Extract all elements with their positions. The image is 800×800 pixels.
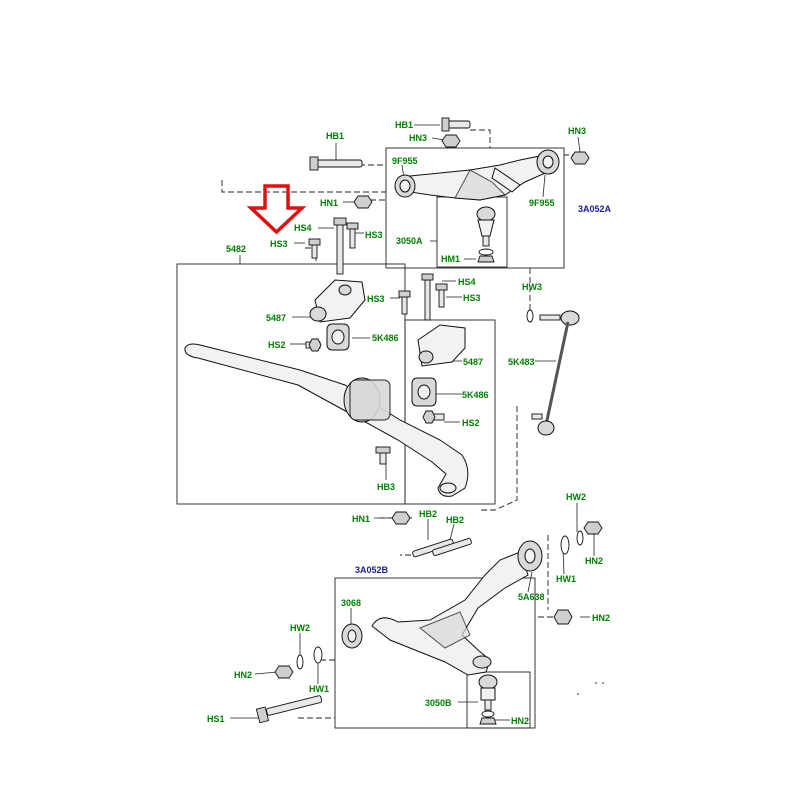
nut-hn2-right-top xyxy=(583,521,603,535)
washer-hw1-right xyxy=(560,535,570,555)
label-hm1: HM1 xyxy=(441,254,460,264)
label-hs2-left: HS2 xyxy=(268,340,286,350)
label-hb2-right: HB2 xyxy=(446,515,464,525)
bracket-frame xyxy=(404,319,496,505)
label-hn1-bottom: HN1 xyxy=(352,514,370,524)
bushing-5k486-right xyxy=(411,377,437,407)
label-3050a: 3050A xyxy=(396,236,423,246)
label-hn2-right-top: HN2 xyxy=(585,556,603,566)
bolt-hb2-right xyxy=(432,538,472,556)
bushing-5a638 xyxy=(517,540,543,572)
label-5k486-top: 5K486 xyxy=(372,333,399,343)
bushing-9f955-right xyxy=(536,149,560,175)
callout-labels: HB1 HB1 HN3 HN3 9F955 9F955 3A052A HN1 H… xyxy=(207,120,612,726)
nut-hn1-top xyxy=(353,195,373,209)
label-hn1-top: HN1 xyxy=(320,198,338,208)
label-9f955-left: 9F955 xyxy=(392,156,418,166)
label-5487-left: 5487 xyxy=(266,313,286,323)
label-hs3-top: HS3 xyxy=(365,230,383,240)
bracket-5487-left xyxy=(309,279,366,323)
label-hs3-mid-right: HS3 xyxy=(463,293,481,303)
nut-hn2-left xyxy=(274,665,294,679)
bolt-hb3 xyxy=(375,446,391,465)
lower-arm-assembly xyxy=(255,511,603,725)
bushing-3068 xyxy=(341,623,363,649)
bolt-hs2-left xyxy=(305,338,322,352)
nut-hn3-right xyxy=(570,151,590,165)
nut-hn2-right-mid xyxy=(553,609,573,625)
bolt-hb1-top xyxy=(441,117,471,132)
label-hn3-top: HN3 xyxy=(409,133,427,143)
bolt-hs2-right xyxy=(422,410,445,424)
nut-hn1-bottom xyxy=(391,511,411,525)
bolt-hs1 xyxy=(255,695,323,724)
label-hn2-right-mid: HN2 xyxy=(592,613,610,623)
ball-joint-3050b xyxy=(478,674,498,725)
label-hs4-mid: HS4 xyxy=(458,277,476,287)
washer-hw1-left xyxy=(313,646,323,664)
label-hs3-left: HS3 xyxy=(270,239,288,249)
label-hn2-left: HN2 xyxy=(234,670,252,680)
label-hw3: HW3 xyxy=(522,282,542,292)
label-3050b: 3050B xyxy=(425,698,452,708)
upper-arm-frame xyxy=(385,147,565,269)
label-hb1-left: HB1 xyxy=(326,131,344,141)
stray-marks xyxy=(577,682,604,695)
label-hs1: HS1 xyxy=(207,714,225,724)
label-3068: 3068 xyxy=(341,598,361,608)
label-hw2-right: HW2 xyxy=(566,492,586,502)
label-5a638: 5A638 xyxy=(518,592,545,602)
label-hb1-top: HB1 xyxy=(395,120,413,130)
bushing-5k486-top xyxy=(326,323,350,351)
washer-hw2-right xyxy=(576,530,584,546)
bolt-hb1-left xyxy=(309,156,363,171)
label-hb2-left: HB2 xyxy=(419,509,437,519)
label-5k486-right: 5K486 xyxy=(462,390,489,400)
label-5487-right: 5487 xyxy=(463,357,483,367)
bracket-5487-right xyxy=(417,324,466,367)
label-hw2-left: HW2 xyxy=(290,623,310,633)
label-hs2-right: HS2 xyxy=(462,418,480,428)
ball-joint-b-frame xyxy=(466,671,531,729)
nut-hn3-top xyxy=(441,134,461,148)
bolt-hs4-mid xyxy=(421,273,434,321)
bolt-hs3-left xyxy=(308,238,321,259)
red-down-arrow-icon xyxy=(246,184,307,235)
label-hw1-left: HW1 xyxy=(309,684,329,694)
washer-hw2-left xyxy=(296,654,304,670)
label-5482: 5482 xyxy=(226,244,246,254)
stabilizer-assembly xyxy=(184,217,469,497)
label-3a052b: 3A052B xyxy=(355,565,389,575)
label-hn2-bottom: HN2 xyxy=(511,716,529,726)
bolt-hs4-left xyxy=(333,217,347,275)
upper-control-arm xyxy=(409,154,553,201)
bolt-hs3-top xyxy=(346,222,359,249)
stabilizer-link-5k483 xyxy=(526,309,580,436)
label-hb3: HB3 xyxy=(377,482,395,492)
lower-arm-frame xyxy=(334,577,536,729)
bolt-hs3-mid-right xyxy=(435,283,448,308)
upper-arm-assembly xyxy=(309,117,590,263)
stabilizer-bar-5482 xyxy=(184,343,469,497)
bushing-9f955-left xyxy=(394,174,416,198)
label-hs3-mid-left: HS3 xyxy=(367,294,385,304)
bolt-hs3-mid-left xyxy=(398,290,411,315)
label-5k483: 5K483 xyxy=(508,357,535,367)
label-9f955-right: 9F955 xyxy=(529,198,555,208)
lower-control-arm xyxy=(371,551,529,676)
ball-joint-3050a xyxy=(476,206,496,263)
label-3a052a: 3A052A xyxy=(578,204,612,214)
label-hw1-right: HW1 xyxy=(556,574,576,584)
label-hn3-right: HN3 xyxy=(568,126,586,136)
label-hs4-left: HS4 xyxy=(294,223,312,233)
